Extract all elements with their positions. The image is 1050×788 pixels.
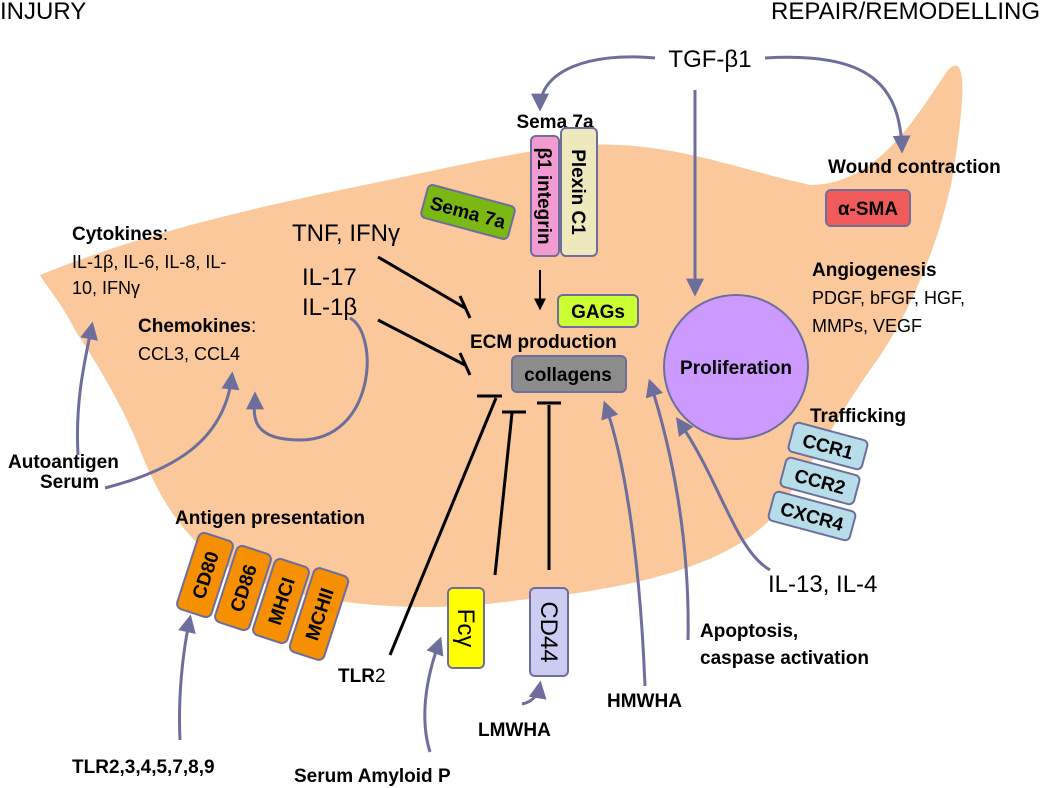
cd44-receptor xyxy=(529,587,569,677)
plexin-c1-receptor xyxy=(560,127,598,257)
chemokines-line1: CCL3, CCL4 xyxy=(138,344,240,364)
cytokines-line1: IL-1β, IL-6, IL-8, IL- xyxy=(72,252,226,272)
il17-label: IL-17 xyxy=(302,264,357,291)
b1-integrin-receptor xyxy=(530,135,560,257)
ecm-production-label: ECM production xyxy=(470,332,617,353)
cd80-box xyxy=(176,531,234,619)
il17-inhibition-bar xyxy=(458,352,472,376)
il17-inhibition-line xyxy=(377,318,466,367)
ccr1-box xyxy=(787,421,869,471)
chemokines-title: Chemokines: xyxy=(138,316,256,337)
mchii-box xyxy=(288,567,350,661)
tgf-to-receptor-arrow xyxy=(531,55,656,112)
gags-box xyxy=(557,294,639,328)
collagens-box xyxy=(511,355,627,393)
cxcr4-box xyxy=(767,490,857,542)
tnf-inhibition-line xyxy=(377,255,466,310)
caspase-activation-label: caspase activation xyxy=(700,648,869,669)
cd86-box xyxy=(214,544,272,632)
tgf-beta1-label: TGF-β1 xyxy=(668,46,751,73)
asma-label: α-SMA xyxy=(838,199,899,220)
cd44-label: CD44 xyxy=(535,601,562,662)
tlr2-inhibition-line xyxy=(388,397,498,656)
cytokines-title: Cytokines: xyxy=(72,224,168,245)
collagens-label: collagens xyxy=(524,365,612,386)
serum-amyloid-p-label: Serum Amyloid P xyxy=(294,766,451,787)
tnf-ifng-label: TNF, IFNγ xyxy=(292,220,400,247)
apoptosis-label: Apoptosis, xyxy=(700,621,798,642)
proliferation-label: Proliferation xyxy=(680,358,792,379)
il13-il4-label: IL-13, IL-4 xyxy=(768,571,877,598)
trafficking-title: Trafficking xyxy=(810,406,906,427)
tnf-inhibition-bar xyxy=(458,295,472,319)
hmwha-to-collagens-arrow xyxy=(601,400,647,687)
tgf-to-wound-arrow xyxy=(764,55,911,154)
serum-amyloid-to-fcg-arrow xyxy=(423,636,444,753)
tlr2-label: TLR2 xyxy=(338,666,386,687)
serum-to-chemokines-arrow xyxy=(104,371,240,490)
fcg-receptor xyxy=(447,587,485,669)
asma-box xyxy=(825,189,911,227)
sema7a-box xyxy=(420,184,516,240)
repair-remodelling-label: REPAIR/REMODELLING xyxy=(771,0,1040,25)
cytokines-line2: 10, IFNγ xyxy=(72,278,140,298)
angiogenesis-line1: PDGF, bFGF, HGF, xyxy=(812,288,965,308)
tlr-list-to-antigen-arrow xyxy=(177,614,196,741)
injury-label: INJURY xyxy=(0,0,86,25)
b1-integrin-label: β1 integrin xyxy=(533,147,554,244)
hmwha-label: HMWHA xyxy=(607,691,682,712)
antigen-presentation-title: Antigen presentation xyxy=(175,508,365,529)
fibroblast-cell xyxy=(40,65,963,608)
il1b-label: IL-1β xyxy=(302,294,357,321)
angiogenesis-title: Angiogenesis xyxy=(812,260,937,281)
tlr-list-label: TLR2,3,4,5,7,8,9 xyxy=(72,757,215,778)
mhci-box xyxy=(252,557,310,645)
apoptosis-to-collagens-arrow xyxy=(645,378,690,641)
serum-label: Serum xyxy=(40,472,99,493)
lmwha-label: LMWHA xyxy=(478,720,551,741)
angiogenesis-line2: MMPs, VEGF xyxy=(812,316,922,336)
autoantigen-label: Autoantigen xyxy=(8,452,119,473)
proliferation-circle xyxy=(663,294,809,440)
autoantigen-to-cytokines-arrow xyxy=(76,321,99,456)
wound-contraction-title: Wound contraction xyxy=(828,157,1001,178)
fcg-inhibition-line xyxy=(493,412,514,576)
gags-label: GAGs xyxy=(571,302,625,323)
plexin-c1-label: Plexin C1 xyxy=(567,149,588,235)
il1b-feedback-arrow xyxy=(245,316,369,442)
ccr2-box xyxy=(779,456,861,506)
fcg-label: Fcγ xyxy=(452,609,479,648)
il13-to-collagens-arrow xyxy=(675,417,771,572)
lmwha-to-cd44-arrow xyxy=(521,680,547,706)
